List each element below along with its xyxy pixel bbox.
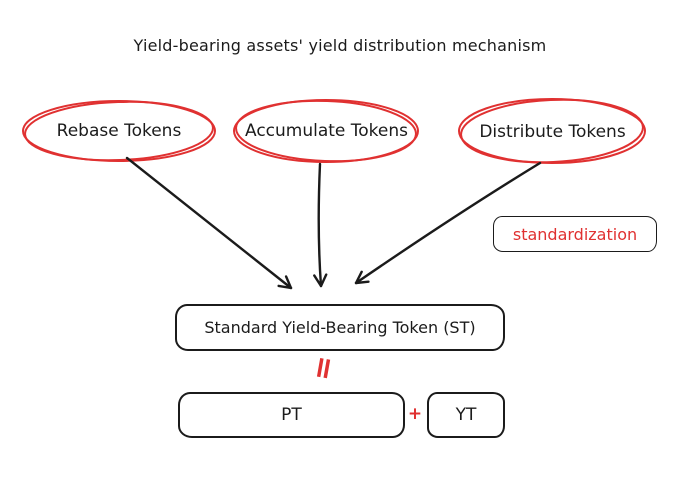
pt-box-label: PT bbox=[281, 405, 302, 425]
ellipse-accumulate-tokens: Accumulate Tokens bbox=[235, 100, 418, 162]
yt-box: YT bbox=[427, 392, 505, 438]
arrow-rebase-to-st bbox=[125, 156, 293, 290]
arrow-accumulate-to-st bbox=[313, 162, 328, 288]
yt-box-label: YT bbox=[455, 405, 477, 425]
accumulate-tokens-label: Accumulate Tokens bbox=[244, 121, 409, 141]
equals-symbol: = bbox=[303, 352, 343, 384]
standardization-label: standardization bbox=[512, 224, 638, 244]
ellipse-rebase-tokens: Rebase Tokens bbox=[23, 101, 215, 161]
diagram-title: Yield-bearing assets' yield distribution… bbox=[133, 36, 547, 55]
distribute-tokens-label: Distribute Tokens bbox=[479, 121, 626, 142]
standardization-box: standardization bbox=[493, 216, 657, 252]
ellipse-distribute-tokens: Distribute Tokens bbox=[460, 100, 645, 163]
rebase-tokens-label: Rebase Tokens bbox=[56, 121, 182, 141]
st-box-label: Standard Yield-Bearing Token (ST) bbox=[204, 318, 476, 337]
st-box: Standard Yield-Bearing Token (ST) bbox=[175, 304, 505, 351]
pt-box: PT bbox=[178, 392, 405, 438]
plus-symbol: + bbox=[407, 404, 423, 424]
